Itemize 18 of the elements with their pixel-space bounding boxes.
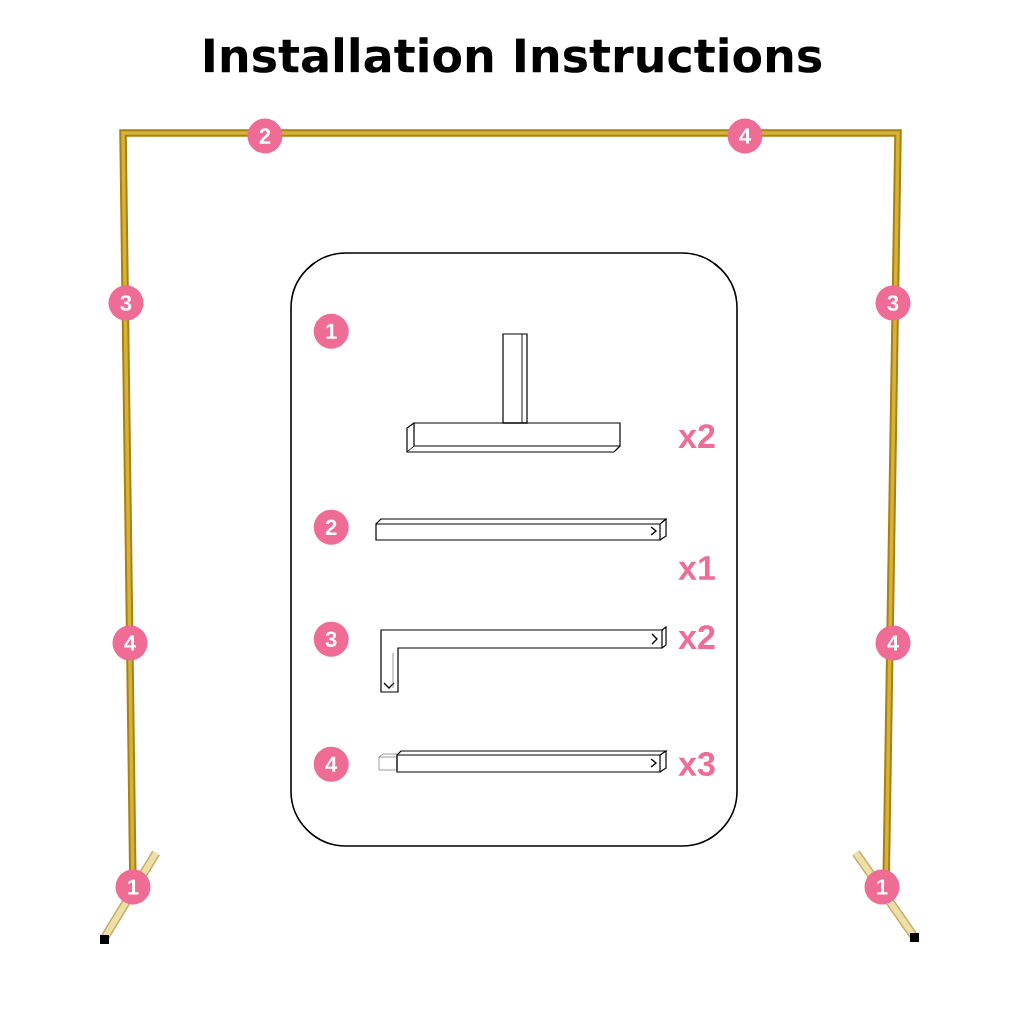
- callout-number: 4: [727, 118, 763, 154]
- title: Installation Instructions: [205, 37, 822, 73]
- callout-number: 2: [247, 118, 283, 154]
- callout-number: 1: [313, 313, 349, 349]
- callout-number: 2: [313, 509, 349, 545]
- callout-number: 4: [875, 625, 911, 661]
- quantity-label: x2: [678, 424, 715, 448]
- callout-number: 4: [313, 746, 349, 782]
- quantity-label: x2: [678, 625, 715, 649]
- callout-number: 3: [313, 621, 349, 657]
- quantity-label: x1: [678, 556, 715, 580]
- callout-number: 4: [112, 625, 148, 661]
- callout-number: 1: [864, 869, 900, 905]
- parts-panel: [290, 252, 738, 847]
- callout-number: 3: [108, 285, 144, 321]
- callout-number: 1: [115, 869, 151, 905]
- callout-number: 3: [875, 285, 911, 321]
- quantity-label: x3: [678, 751, 715, 777]
